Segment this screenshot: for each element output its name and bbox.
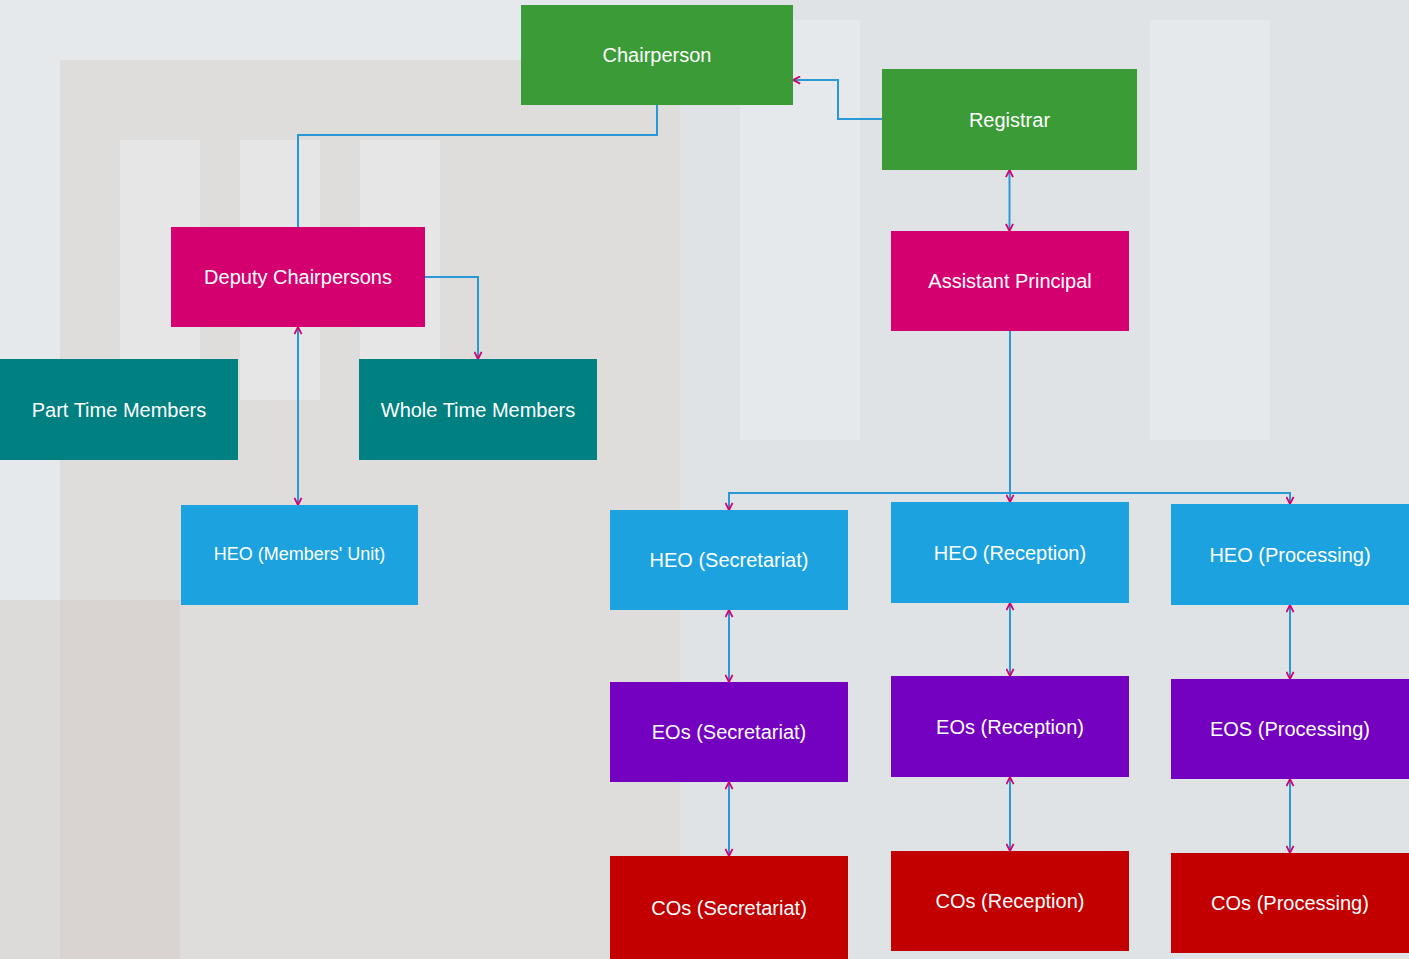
- reporting-line: [298, 105, 657, 227]
- reporting-line: [297, 327, 299, 505]
- role-label: HEO (Secretariat): [650, 548, 809, 572]
- reporting-line: [793, 80, 882, 119]
- reporting-line: [728, 782, 730, 856]
- org-box: Deputy Chairpersons: [171, 227, 425, 327]
- reporting-line: [729, 331, 1010, 510]
- role-label: EOS (Processing): [1210, 717, 1370, 741]
- org-box: HEO (Members' Unit): [181, 505, 418, 605]
- role-label: Deputy Chairpersons: [204, 265, 392, 289]
- reporting-line: [1009, 777, 1011, 851]
- org-box: HEO (Processing): [1171, 504, 1409, 605]
- reporting-line: [728, 610, 730, 682]
- reporting-line: [1009, 603, 1011, 676]
- role-label: HEO (Processing): [1209, 543, 1370, 567]
- role-label: HEO (Members' Unit): [214, 544, 385, 566]
- org-box: HEO (Reception): [891, 502, 1129, 603]
- org-box: Whole Time Members: [359, 359, 597, 460]
- reporting-line: [1010, 331, 1290, 504]
- role-label: Chairperson: [603, 43, 712, 67]
- role-label: HEO (Reception): [934, 541, 1086, 565]
- role-label: COs (Reception): [936, 889, 1085, 913]
- role-label: EOs (Secretariat): [652, 720, 806, 744]
- role-label: Registrar: [969, 108, 1050, 132]
- org-box: Registrar: [882, 69, 1137, 170]
- role-label: EOs (Reception): [936, 715, 1084, 739]
- org-box: COs (Secretariat): [610, 856, 848, 959]
- org-box: COs (Reception): [891, 851, 1129, 951]
- reporting-line: [1009, 170, 1011, 231]
- org-box: Part Time Members: [0, 359, 238, 460]
- reporting-line: [1289, 605, 1291, 679]
- role-label: COs (Secretariat): [651, 896, 807, 920]
- role-label: Part Time Members: [32, 398, 206, 422]
- org-box: Assistant Principal: [891, 231, 1129, 331]
- org-box: COs (Processing): [1171, 853, 1409, 953]
- org-box: EOS (Processing): [1171, 679, 1409, 779]
- role-label: Assistant Principal: [928, 269, 1091, 293]
- org-box: Chairperson: [521, 5, 793, 105]
- reporting-line: [425, 277, 478, 359]
- reporting-line: [1289, 779, 1291, 853]
- org-box: EOs (Reception): [891, 676, 1129, 777]
- role-label: COs (Processing): [1211, 891, 1369, 915]
- org-box: EOs (Secretariat): [610, 682, 848, 782]
- role-label: Whole Time Members: [381, 398, 576, 422]
- org-box: HEO (Secretariat): [610, 510, 848, 610]
